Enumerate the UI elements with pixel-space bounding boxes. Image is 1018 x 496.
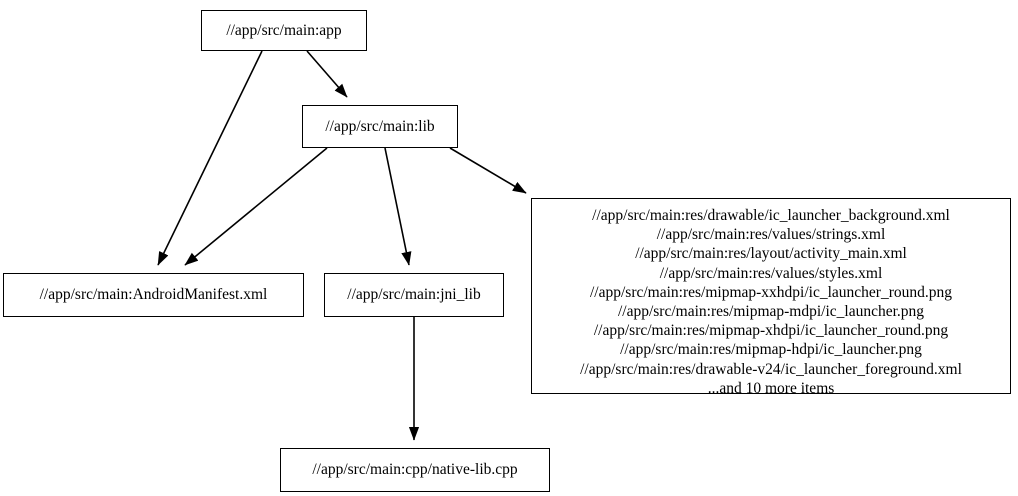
node-res-line: //app/src/main:res/mipmap-hdpi/ic_launch… — [620, 341, 922, 359]
node-res-line: //app/src/main:res/drawable/ic_launcher_… — [592, 207, 950, 224]
edge-lib-to-res — [449, 147, 527, 194]
node-res-line: //app/src/main:res/mipmap-mdpi/ic_launch… — [617, 303, 925, 321]
node-res-line: //app/src/main:res/mipmap-xxhdpi/ic_laun… — [589, 283, 952, 301]
node-res-group[interactable]: //app/src/main:res/drawable/ic_launcher_… — [531, 198, 1011, 397]
edge-lib-to-jni-lib — [384, 147, 412, 266]
node-res-more-items-label: ...and 10 more items — [707, 379, 835, 397]
node-jni-lib-label: //app/src/main:jni_lib — [347, 286, 481, 304]
node-res-line: //app/src/main:res/values/strings.xml — [656, 226, 886, 244]
edge-app-to-lib — [306, 50, 348, 98]
node-app[interactable]: //app/src/main:app — [201, 10, 367, 51]
node-res-line: //app/src/main:res/layout/activity_main.… — [635, 245, 907, 263]
node-jni-lib[interactable]: //app/src/main:jni_lib — [324, 273, 504, 317]
node-res-line: //app/src/main:res/values/styles.xml — [659, 264, 883, 282]
node-native-lib-cpp-label: //app/src/main:cpp/native-lib.cpp — [312, 461, 518, 479]
edge-app-to-manifest — [157, 50, 263, 266]
node-lib[interactable]: //app/src/main:lib — [302, 105, 458, 148]
node-android-manifest-label: //app/src/main:AndroidManifest.xml — [39, 286, 268, 304]
node-res-line: //app/src/main:res/drawable-v24/ic_launc… — [580, 360, 962, 378]
node-native-lib-cpp[interactable]: //app/src/main:cpp/native-lib.cpp — [280, 448, 550, 492]
node-android-manifest[interactable]: //app/src/main:AndroidManifest.xml — [3, 273, 304, 317]
node-app-label: //app/src/main:app — [226, 21, 342, 39]
node-res-line: //app/src/main:res/mipmap-xhdpi/ic_launc… — [593, 322, 949, 340]
node-lib-label: //app/src/main:lib — [325, 117, 435, 135]
edge-lib-to-manifest — [184, 147, 328, 266]
